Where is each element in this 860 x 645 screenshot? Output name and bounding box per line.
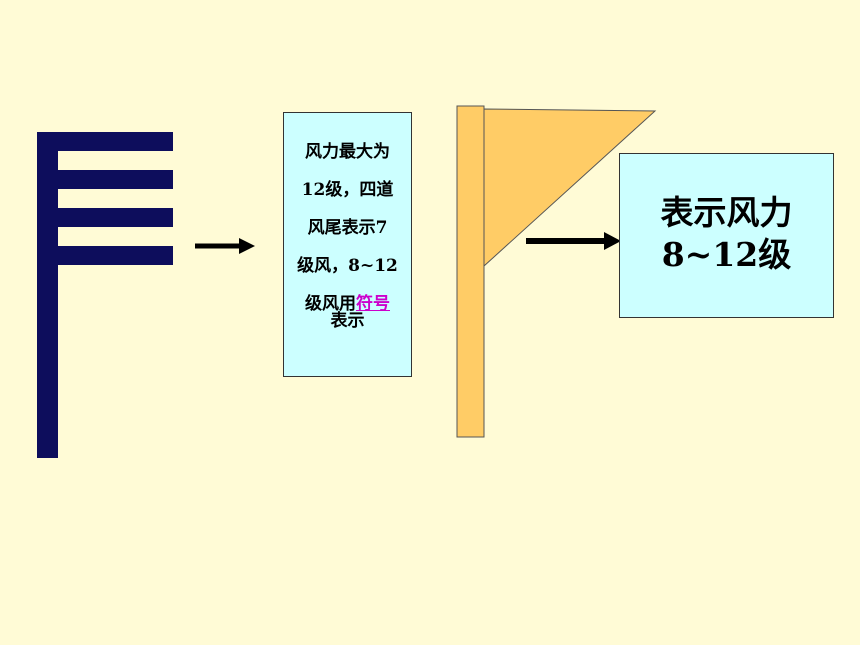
wind-pennant-symbol xyxy=(456,105,657,438)
explanation-line-4: 级风，8~12 xyxy=(297,256,398,276)
result-line-1: 表示风力 xyxy=(660,193,793,232)
explanation-line-5-prefix: 级风用 xyxy=(305,294,356,314)
explanation-box: 风力最大为 12级，四道 风尾表示7 级风，8~12 级风用符号 表示 xyxy=(283,112,412,377)
symbol-link[interactable]: 符号 xyxy=(356,294,390,314)
result-box: 表示风力 8~12级 xyxy=(619,153,834,318)
wind-barb-feather-1 xyxy=(58,132,173,151)
explanation-line-6: 表示 xyxy=(330,311,365,331)
wind-barb-staff xyxy=(37,132,58,458)
wind-barb-feather-2 xyxy=(58,170,173,189)
explanation-line-5: 级风用符号 xyxy=(284,285,411,323)
result-line-2: 8~12级 xyxy=(661,235,792,274)
explanation-line-1: 风力最大为 xyxy=(305,142,390,162)
explanation-line-2: 12级，四道 xyxy=(301,180,394,200)
explanation-line-3: 风尾表示7 xyxy=(307,218,388,238)
wind-barb-feather-4 xyxy=(58,246,173,265)
wind-barb-feather-3 xyxy=(58,208,173,227)
arrow-right-1 xyxy=(195,238,255,254)
pennant-staff xyxy=(456,105,485,438)
arrow-right-2 xyxy=(526,232,621,250)
